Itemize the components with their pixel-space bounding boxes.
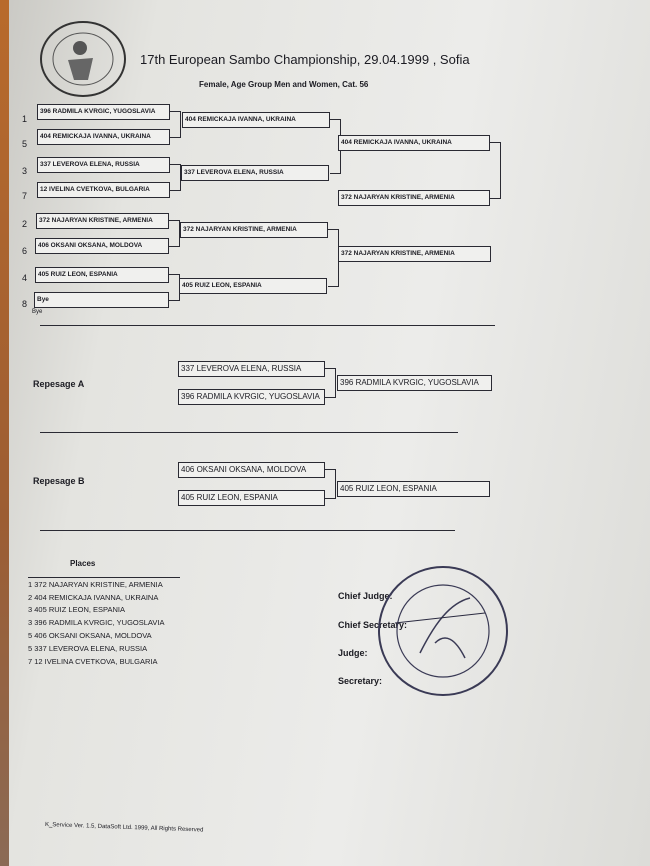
repesage-slot: 406 OKSANI OKSANA, MOLDOVA <box>178 462 325 478</box>
page-title: 17th European Sambo Championship, 29.04.… <box>140 52 470 67</box>
bracket-slot-round-2: 405 RUIZ LEON, ESPANIA <box>179 278 327 294</box>
bracket-slot-round-3: 372 NAJARYAN KRISTINE, ARMENIA <box>338 190 490 206</box>
repesage-a-label: Repesage A <box>33 379 85 389</box>
places-title: Places <box>70 559 96 568</box>
connector <box>490 142 501 199</box>
divider <box>40 325 495 326</box>
bracket-slot: 337 LEVEROVA ELENA, RUSSIA <box>37 157 170 173</box>
repesage-slot: 337 LEVEROVA ELENA, RUSSIA <box>178 361 325 377</box>
place-item: 7 12 IVELINA CVETKOVA, BULGARIA <box>28 657 158 666</box>
seed-number: 2 <box>22 219 28 229</box>
place-item: 1 372 NAJARYAN KRISTINE, ARMENIA <box>28 580 163 589</box>
bracket-slot: 396 RADMILA KVRGIC, YUGOSLAVIA <box>37 104 170 120</box>
footer-copyright: K_Service Ver. 1.5, DataSoft Ltd. 1999, … <box>44 822 204 834</box>
bracket-slot-round-2: 372 NAJARYAN KRISTINE, ARMENIA <box>180 222 328 238</box>
places-underline <box>28 577 180 578</box>
place-item: 5 337 LEVEROVA ELENA, RUSSIA <box>28 644 148 653</box>
official-stamp <box>378 566 508 696</box>
bracket-slot: 372 NAJARYAN KRISTINE, ARMENIA <box>36 213 169 229</box>
championship-logo <box>40 21 126 97</box>
connector <box>169 220 180 247</box>
bracket-slot-round-3: 404 REMICKAJA IVANNA, UKRAINA <box>338 135 490 151</box>
bracket-slot: Bye <box>34 292 169 308</box>
bracket-slot: 406 OKSANI OKSANA, MOLDOVA <box>35 238 169 254</box>
connector <box>325 469 336 499</box>
chief-secretary-label: Chief Secretary: <box>338 620 408 630</box>
seed-number: 8 <box>22 299 28 309</box>
repesage-slot: 405 RUIZ LEON, ESPANIA <box>178 490 325 506</box>
page-edge <box>0 0 9 866</box>
bracket-slot-round-3: 372 NAJARYAN KRISTINE, ARMENIA <box>338 246 491 262</box>
repesage-winner: 396 RADMILA KVRGIC, YUGOSLAVIA <box>337 375 492 391</box>
seed-number: 1 <box>22 114 28 124</box>
page-subtitle: Female, Age Group Men and Women, Cat. 56 <box>199 80 369 89</box>
bye-note: Bye <box>32 309 43 315</box>
divider <box>40 432 458 433</box>
repesage-winner: 405 RUIZ LEON, ESPANIA <box>337 481 490 497</box>
seed-number: 7 <box>22 191 28 201</box>
place-item: 5 406 OKSANI OKSANA, MOLDOVA <box>28 631 152 640</box>
seed-number: 3 <box>22 166 28 176</box>
seed-number: 5 <box>22 139 28 149</box>
bracket-slot-round-2: 337 LEVEROVA ELENA, RUSSIA <box>181 165 329 181</box>
secretary-label: Secretary: <box>338 676 383 686</box>
seed-number: 4 <box>22 273 28 283</box>
repesage-slot: 396 RADMILA KVRGIC, YUGOSLAVIA <box>178 389 325 405</box>
place-item: 2 404 REMICKAJA IVANNA, UKRAINA <box>28 593 159 602</box>
divider <box>40 530 455 531</box>
bracket-slot: 12 IVELINA CVETKOVA, BULGARIA <box>37 182 170 198</box>
bracket-slot: 404 REMICKAJA IVANNA, UKRAINA <box>37 129 170 145</box>
connector <box>325 368 336 398</box>
chief-judge-label: Chief Judge: <box>338 591 393 601</box>
place-item: 3 396 RADMILA KVRGIC, YUGOSLAVIA <box>28 618 165 627</box>
place-item: 3 405 RUIZ LEON, ESPANIA <box>28 605 125 614</box>
bracket-slot: 405 RUIZ LEON, ESPANIA <box>35 267 169 283</box>
judge-label: Judge: <box>338 648 368 658</box>
bracket-slot-round-2: 404 REMICKAJA IVANNA, UKRAINA <box>182 112 330 128</box>
connector <box>170 164 181 191</box>
seed-number: 6 <box>22 246 28 256</box>
connector <box>170 111 181 138</box>
repesage-b-label: Repesage B <box>33 476 85 486</box>
